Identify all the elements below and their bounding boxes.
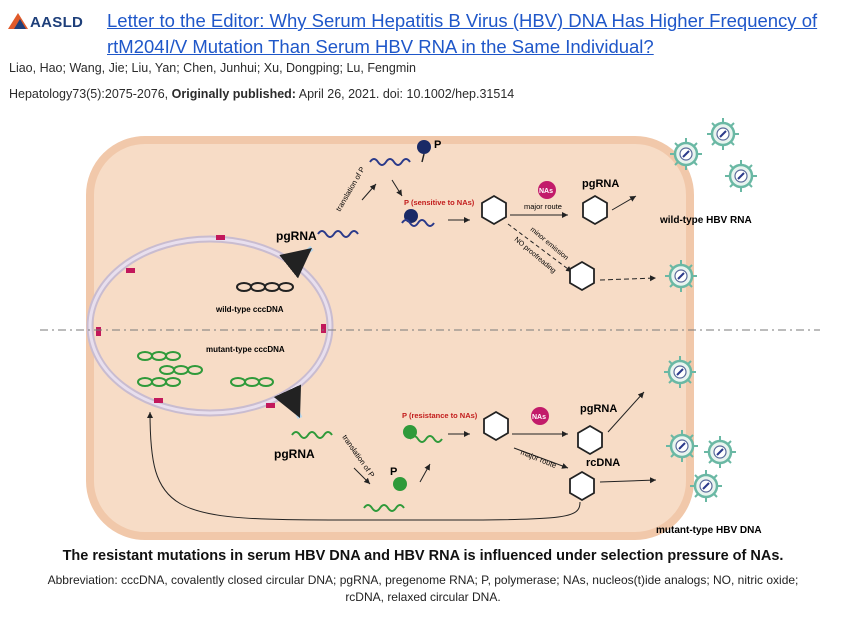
citation-journal: Hepatology73(5):2075-2076,	[9, 87, 169, 101]
nas-bottom	[531, 407, 549, 425]
citation-date: April 26, 2021.	[298, 87, 380, 101]
mutant-cccdna-label: mutant-type cccDNA	[206, 345, 285, 354]
citation: Hepatology73(5):2075-2076, Originally pu…	[9, 87, 514, 101]
wild-hbv-rna-label: wild-type HBV RNA	[659, 215, 752, 226]
figure-caption: The resistant mutations in serum HBV DNA…	[62, 548, 784, 564]
major-route-top: major route	[524, 202, 562, 211]
p-resistance-label: P (resistance to NAs)	[402, 411, 478, 420]
mutant-pgrna-bottom	[291, 431, 333, 439]
article-title-link[interactable]: Letter to the Editor: Why Serum Hepatiti…	[107, 10, 818, 57]
mutant-virion-4	[688, 468, 724, 504]
citation-pub-label: Originally published:	[171, 87, 296, 101]
citation-doi: doi: 10.1002/hep.31514	[382, 87, 515, 101]
p-sensitive-label: P (sensitive to NAs)	[404, 198, 475, 207]
pgrna-top-label: pgRNA	[276, 229, 317, 243]
wild-cccdna-label: wild-type cccDNA	[215, 305, 284, 314]
figure-abbreviations: Abbreviation: cccDNA, covalently closed …	[47, 573, 799, 604]
pgrna-right-top: pgRNA	[582, 178, 619, 190]
rcdna-label: rcDNA	[586, 457, 620, 469]
wild-virion-2	[705, 116, 741, 152]
wild-pgrna-top	[317, 230, 359, 238]
logo-text: AASLD	[30, 14, 84, 31]
mutant-virion-3	[702, 434, 738, 470]
svg-text:NAs: NAs	[539, 188, 553, 195]
polymerase-bottom	[393, 477, 407, 491]
nas-top	[538, 181, 556, 199]
mutant-cccdna-glyph	[137, 351, 274, 387]
polymerase-top	[417, 140, 431, 154]
aasld-logo-icon	[8, 13, 28, 29]
wild-virion-3	[723, 158, 759, 194]
hbv-figure: wild-type cccDNA mutant-type cccDNA pgRN…	[40, 116, 820, 540]
wild-cccdna-glyph	[236, 282, 294, 292]
authors: Liao, Hao; Wang, Jie; Liu, Yan; Chen, Ju…	[9, 61, 416, 75]
p-label-top: P	[434, 139, 441, 151]
wild-pgrna-translating	[369, 158, 411, 166]
pgrna-bottom-label: pgRNA	[274, 447, 315, 461]
svg-text:NAs: NAs	[532, 414, 546, 421]
aasld-logo: AASLD	[8, 10, 100, 44]
mutant-hbv-dna-label: mutant-type HBV DNA	[656, 525, 762, 536]
p-label-bottom: P	[390, 466, 397, 478]
pgrna-right-bottom: pgRNA	[580, 403, 617, 415]
